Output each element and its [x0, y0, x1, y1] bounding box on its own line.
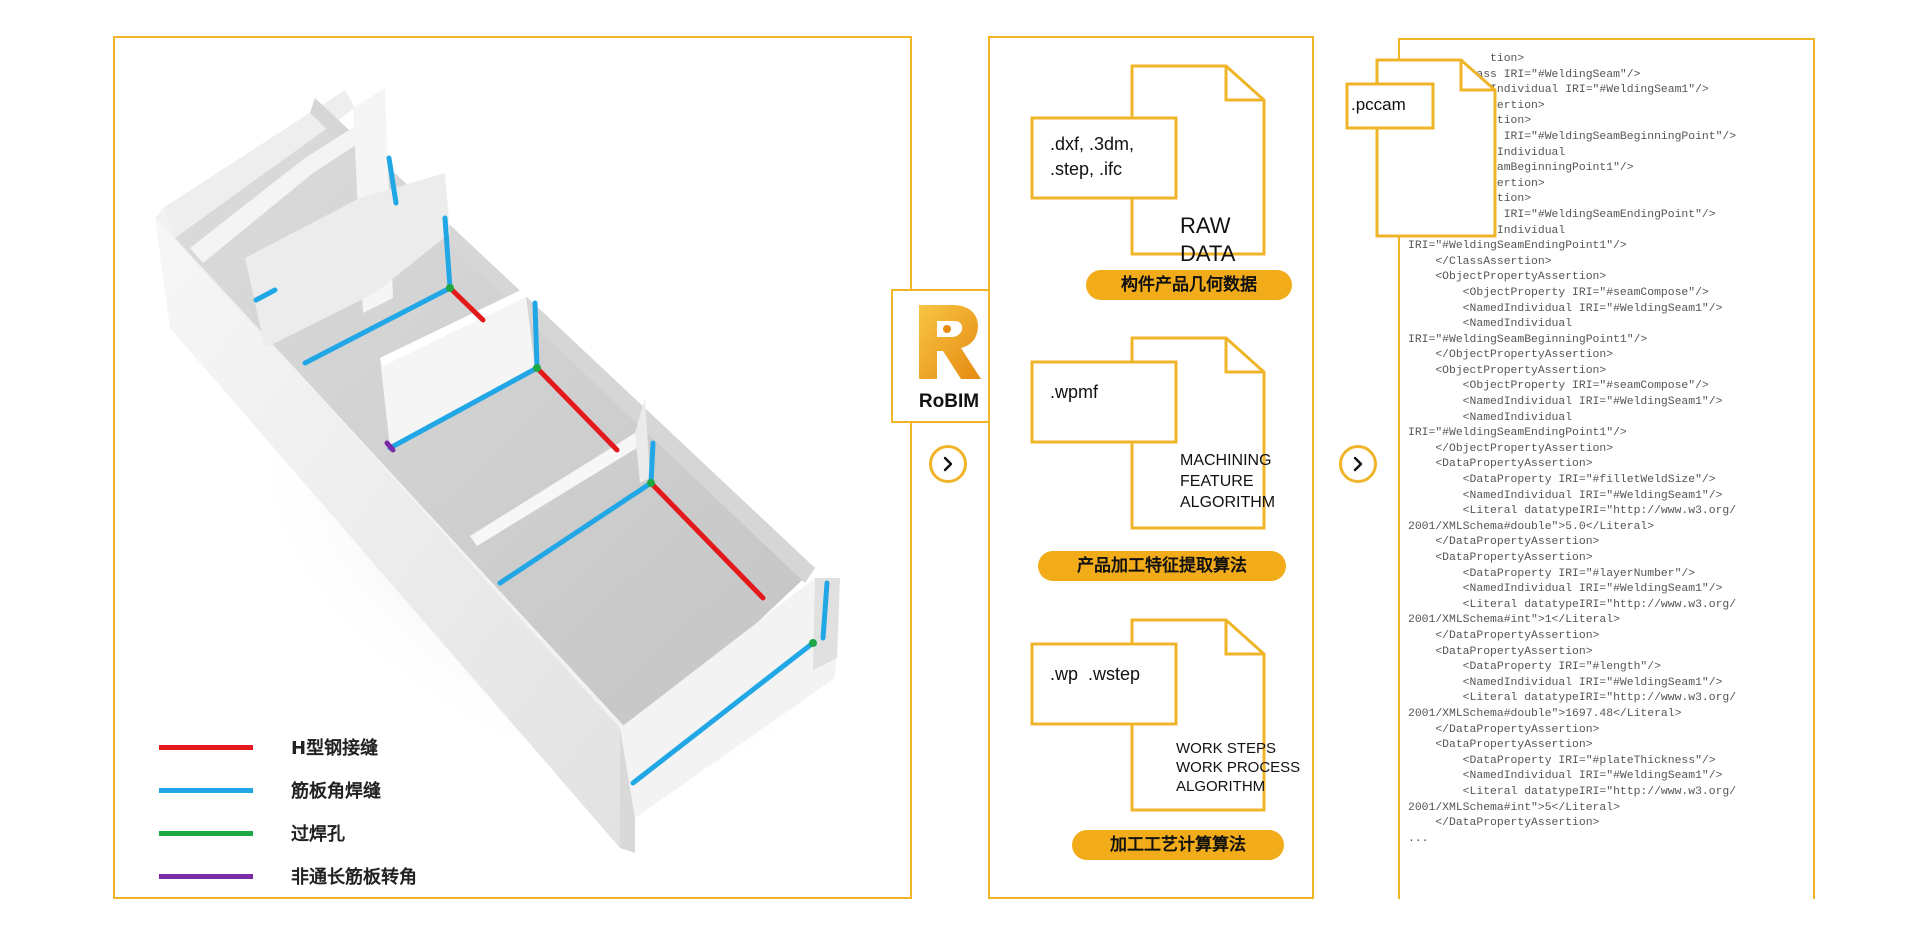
legend-swatch: [159, 787, 253, 793]
legend-item-weld-access-hole: 过焊孔: [159, 820, 345, 846]
raw-data-document: .dxf, .3dm, .step, .ifc RAW DATA: [1030, 64, 1290, 266]
legend-item-rib-corner: 非通长筋板转角: [159, 863, 417, 889]
work-process-document: .wp .wstep WORK STEPS WORK PROCESS ALGOR…: [1030, 618, 1300, 818]
format-extensions: .wpmf: [1050, 382, 1099, 402]
pccam-document: .pccam: [1345, 58, 1498, 238]
legend-swatch: [159, 830, 253, 836]
next-step-button[interactable]: [1339, 445, 1377, 483]
robim-logo-card: RoBIM: [891, 289, 1007, 423]
xml-code-text: tion> ass IRI="#WeldingSeam"/> edIndivid…: [1408, 53, 1737, 845]
document-icon: [1030, 336, 1266, 530]
robim-logo-icon: [919, 305, 981, 379]
xml-output-panel: tion> ass IRI="#WeldingSeam"/> edIndivid…: [1398, 38, 1815, 899]
legend-item-h-beam-seam: H型钢接缝: [159, 734, 378, 760]
format-extensions: .dxf, .3dm, .step, .ifc: [1050, 134, 1135, 179]
format-extensions: .pccam: [1351, 95, 1406, 114]
format-description: RAW DATA: [1180, 213, 1236, 266]
steel-model-illustration: [155, 88, 840, 853]
machining-feature-document: .wpmf MACHINING FEATURE ALGORITHM: [1030, 336, 1290, 536]
step-label-pill: 加工工艺计算算法: [1072, 830, 1284, 860]
legend-item-rib-fillet-weld: 筋板角焊缝: [159, 777, 381, 803]
file-formats-panel: .dxf, .3dm, .step, .ifc RAW DATA 构件产品几何数…: [988, 36, 1314, 899]
steel-model-panel: H型钢接缝 筋板角焊缝 过焊孔 非通长筋板转角: [113, 36, 912, 899]
legend-label: H型钢接缝: [291, 738, 379, 759]
legend-swatch: [159, 873, 253, 879]
document-icon: [1030, 618, 1266, 812]
format-description: WORK STEPS WORK PROCESS ALGORITHM: [1176, 740, 1301, 795]
step-label-pill: 产品加工特征提取算法: [1038, 551, 1286, 581]
document-icon: [1030, 64, 1266, 256]
legend-label: 过焊孔: [291, 824, 345, 845]
chevron-right-icon: [943, 456, 953, 472]
document-icon: [1345, 58, 1497, 238]
step-label-pill: 构件产品几何数据: [1086, 270, 1292, 300]
robim-name: RoBIM: [918, 391, 980, 412]
format-description: MACHINING FEATURE ALGORITHM: [1180, 452, 1276, 511]
next-step-button[interactable]: [929, 445, 967, 483]
legend-swatch: [159, 744, 253, 750]
chevron-right-icon: [1353, 456, 1363, 472]
format-extensions: .wp .wstep: [1050, 664, 1141, 684]
legend-label: 非通长筋板转角: [291, 867, 417, 888]
legend-label: 筋板角焊缝: [291, 781, 381, 802]
